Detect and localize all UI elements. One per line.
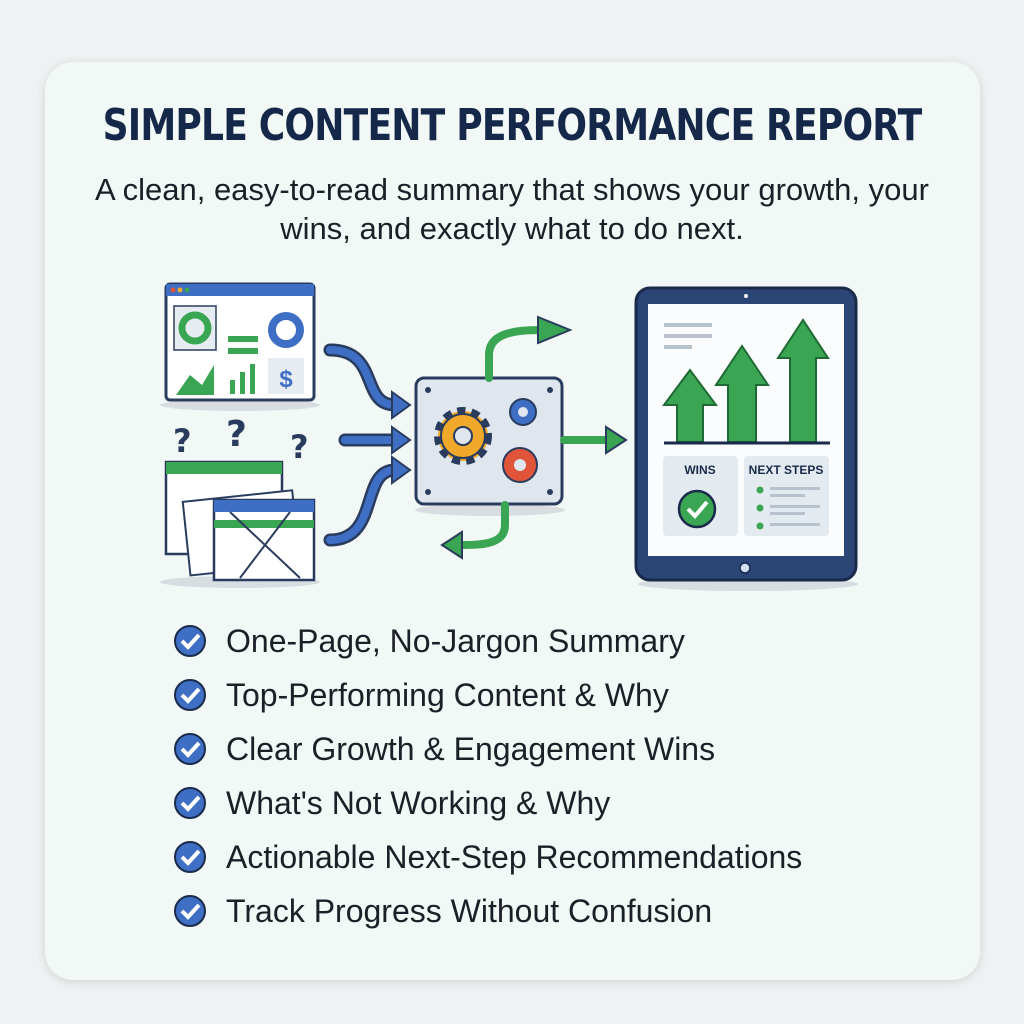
checklist-item: Actionable Next-Step Recommendations bbox=[172, 830, 802, 884]
svg-text:?: ? bbox=[226, 414, 247, 455]
svg-text:?: ? bbox=[290, 428, 309, 466]
check-circle-icon bbox=[174, 733, 206, 765]
messy-spreadsheets-icon bbox=[160, 460, 320, 588]
question-mark-icons: ? ? ? bbox=[173, 414, 309, 466]
next-steps-label: NEXT STEPS bbox=[749, 463, 824, 477]
output-arrows bbox=[456, 326, 614, 549]
checklist-item: What's Not Working & Why bbox=[172, 776, 802, 830]
check-circle-icon bbox=[174, 841, 206, 873]
checklist-item: Track Progress Without Confusion bbox=[172, 884, 802, 938]
check-circle-icon bbox=[174, 787, 206, 819]
wins-check-icon bbox=[677, 489, 717, 529]
checklist-item: Top-Performing Content & Why bbox=[172, 668, 802, 722]
page-subtitle: A clean, easy-to-read summary that shows… bbox=[95, 172, 929, 246]
checklist-item-label: Top-Performing Content & Why bbox=[226, 676, 669, 713]
benefits-checklist: One-Page, No-Jargon Summary Top-Performi… bbox=[172, 614, 802, 938]
check-circle-icon bbox=[174, 895, 206, 927]
gear-processor-icon bbox=[414, 376, 565, 516]
checklist-item-label: Track Progress Without Confusion bbox=[226, 892, 713, 929]
wins-label: WINS bbox=[684, 463, 715, 477]
checklist-item: Clear Growth & Engagement Wins bbox=[172, 722, 802, 776]
tablet-report-icon: WINS NEXT STEPS bbox=[634, 286, 858, 591]
checklist-item: One-Page, No-Jargon Summary bbox=[172, 614, 802, 668]
check-circle-icon bbox=[174, 679, 206, 711]
dollar-icon: $ bbox=[279, 366, 293, 393]
checklist-item-label: One-Page, No-Jargon Summary bbox=[226, 622, 685, 659]
check-circle-icon bbox=[174, 625, 206, 657]
checklist-item-label: Clear Growth & Engagement Wins bbox=[226, 730, 716, 767]
page-title: SIMPLE CONTENT PERFORMANCE REPORT bbox=[102, 100, 923, 151]
checklist-item-label: Actionable Next-Step Recommendations bbox=[226, 838, 803, 875]
dashboard-window-icon: $ bbox=[160, 282, 320, 411]
svg-text:?: ? bbox=[173, 422, 192, 460]
checklist-item-label: What's Not Working & Why bbox=[226, 784, 611, 821]
